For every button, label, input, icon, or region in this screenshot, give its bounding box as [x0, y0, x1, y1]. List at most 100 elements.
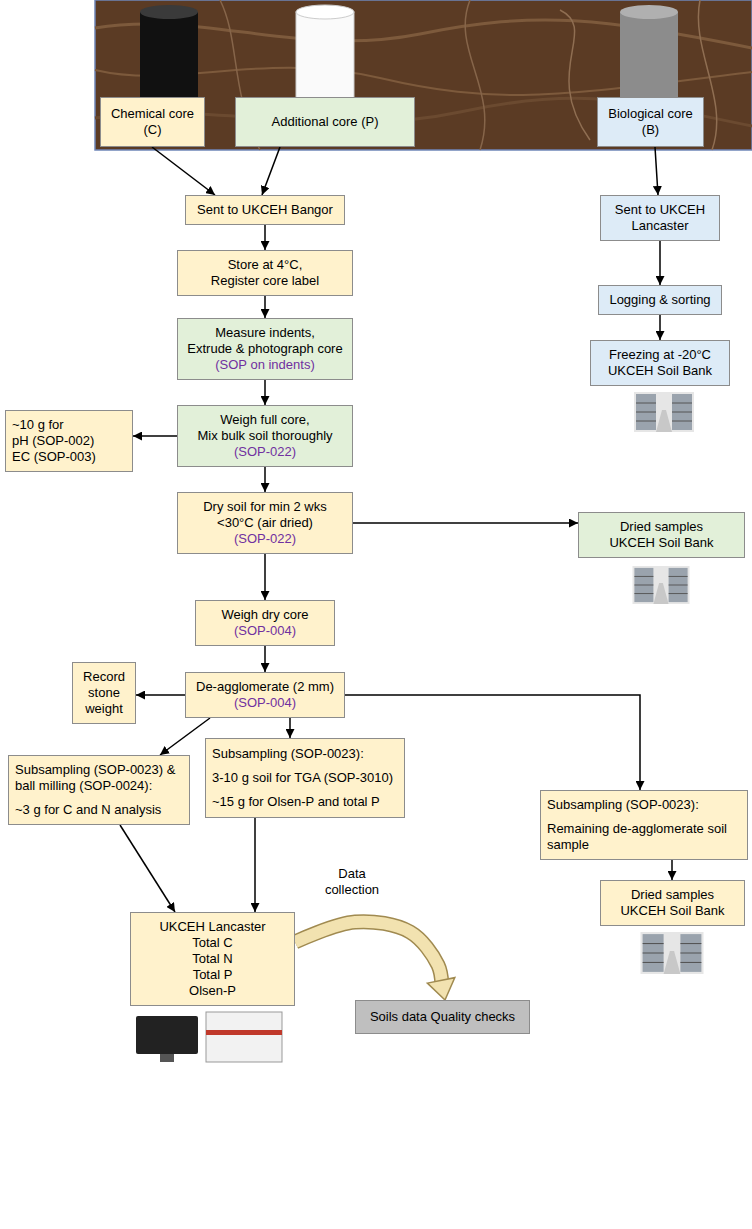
flow-arrow: [264, 380, 266, 405]
node-text: Remaining de-agglomerate soil sample: [547, 821, 741, 853]
node-text: Mix bulk soil thoroughly: [184, 428, 346, 444]
subsample-box: Subsampling (SOP-0023): 3-10 g soil for T…: [205, 738, 405, 818]
core-label: Biological core (B): [597, 97, 704, 147]
node-text: Register core label: [184, 273, 346, 289]
node-text: Dried samples: [585, 519, 738, 535]
flow-arrow: [264, 554, 266, 600]
node-text: <30°C (air dried): [184, 515, 346, 531]
lab-box: UKCEH LancasterTotal CTotal NTotal POlse…: [130, 912, 295, 1006]
data-flow-arrow: [295, 922, 442, 985]
process-box: Measure indents,Extrude & photograph cor…: [177, 318, 353, 380]
node-text: De-agglomerate (2 mm): [192, 679, 338, 695]
process-box: Weigh full core,Mix bulk soil thoroughly…: [177, 405, 353, 467]
node-text: UKCEH Soil Bank: [585, 535, 738, 551]
core-label: Additional core (P): [235, 97, 415, 147]
flow-arrow: [136, 694, 185, 696]
node-text: Freezing at -20°C: [597, 347, 723, 363]
flow-arrow: [160, 718, 210, 755]
storage-box: Freezing at -20°CUKCEH Soil Bank: [590, 340, 730, 386]
core-cylinder-top: [296, 5, 354, 19]
core-cylinder: [620, 12, 678, 100]
data-flow-arrow-head: [427, 978, 454, 1000]
core-cylinder-top: [620, 5, 678, 19]
record-box: Record stone weight: [72, 662, 136, 724]
node-text: Biological core (B): [604, 106, 697, 138]
node-text: 3-10 g soil for TGA (SOP-3010): [212, 770, 398, 786]
instrument-stripe: [206, 1030, 282, 1035]
edge-label: Data collection: [312, 866, 392, 898]
flow-arrow: [262, 147, 280, 195]
core-cylinder: [140, 12, 198, 100]
soil-bank-photo: [634, 392, 694, 432]
instrument-analyser: [206, 1012, 282, 1062]
node-text: EC (SOP-003): [12, 449, 126, 465]
subsample-box: Subsampling (SOP-0023) & ball milling (S…: [8, 755, 190, 825]
storage-box: Dried samplesUKCEH Soil Bank: [600, 880, 745, 926]
node-text: Dried samples: [607, 887, 738, 903]
instrument-monitor: [136, 1016, 198, 1054]
node-text: Store at 4°C,: [184, 257, 346, 273]
node-text: Additional core (P): [242, 114, 408, 130]
node-text: ~3 g for C and N analysis: [15, 802, 183, 818]
instrument-monitor-stand: [160, 1054, 174, 1062]
flow-arrow: [133, 435, 177, 437]
process-box: De-agglomerate (2 mm)(SOP-004): [185, 672, 345, 718]
flow-arrow: [152, 147, 215, 195]
node-text: Weigh dry core: [202, 607, 328, 623]
soil-texture: [560, 10, 590, 140]
node-text: Sent to UKCEH Bangor: [192, 202, 338, 218]
node-text: UKCEH Soil Bank: [597, 363, 723, 379]
node-text: Total C: [137, 935, 288, 951]
process-box: Sent to UKCEH Lancaster: [600, 195, 720, 241]
node-text: Total N: [137, 951, 288, 967]
node-text: pH (SOP-002): [12, 433, 126, 449]
node-text: Weigh full core,: [184, 412, 346, 428]
flow-arrow: [659, 315, 661, 340]
flow-arrow: [353, 522, 578, 524]
process-box: Weigh dry core(SOP-004): [195, 600, 335, 646]
node-text: Logging & sorting: [605, 292, 715, 308]
node-text: Soils data Quality checks: [362, 1009, 523, 1025]
core-cylinder-top: [140, 5, 198, 19]
node-text: (SOP-022): [184, 531, 346, 547]
node-text: Extrude & photograph core: [184, 341, 346, 357]
subsample-box: Subsampling (SOP-0023): Remaining de-aggl…: [540, 790, 748, 860]
flow-arrow: [264, 646, 266, 672]
process-box: Dry soil for min 2 wks<30°C (air dried)(…: [177, 492, 353, 554]
flow-arrow: [264, 225, 266, 250]
node-text: ~15 g for Olsen-P and total P: [212, 794, 398, 810]
flow-arrow: [655, 147, 658, 195]
node-text: Subsampling (SOP-0023):: [212, 746, 398, 762]
node-text: Total P: [137, 967, 288, 983]
quality-check-box: Soils data Quality checks: [355, 1000, 530, 1034]
core-label: Chemical core (C): [100, 97, 205, 147]
core-cylinder: [296, 12, 354, 100]
node-text: (SOP-004): [202, 623, 328, 639]
soil-bank-photo: [633, 566, 690, 604]
soil-background: [95, 0, 752, 150]
node-text: Sent to UKCEH Lancaster: [607, 202, 713, 234]
node-text: Measure indents,: [184, 325, 346, 341]
node-text: Dry soil for min 2 wks: [184, 499, 346, 515]
node-text: ~10 g for: [12, 417, 126, 433]
process-box: Logging & sorting: [598, 285, 722, 315]
soil-texture: [465, 0, 485, 150]
node-text: Olsen-P: [137, 983, 288, 999]
flow-arrow: [120, 825, 175, 912]
flow-arrow: [659, 241, 661, 285]
flow-arrow: [264, 467, 266, 492]
flow-arrow: [254, 818, 256, 912]
flow-arrow: [671, 860, 673, 880]
data-flow-arrow-outline: [295, 922, 442, 985]
process-box: Store at 4°C,Register core label: [177, 250, 353, 296]
process-box: Sent to UKCEH Bangor: [185, 195, 345, 225]
node-text: (SOP-004): [192, 695, 338, 711]
storage-box: Dried samplesUKCEH Soil Bank: [578, 512, 745, 558]
soil-bank-photo: [641, 932, 704, 974]
node-text: Subsampling (SOP-0023):: [547, 797, 741, 813]
node-text: UKCEH Soil Bank: [607, 903, 738, 919]
node-text: (SOP on indents): [184, 357, 346, 373]
node-text: (SOP-022): [184, 444, 346, 460]
